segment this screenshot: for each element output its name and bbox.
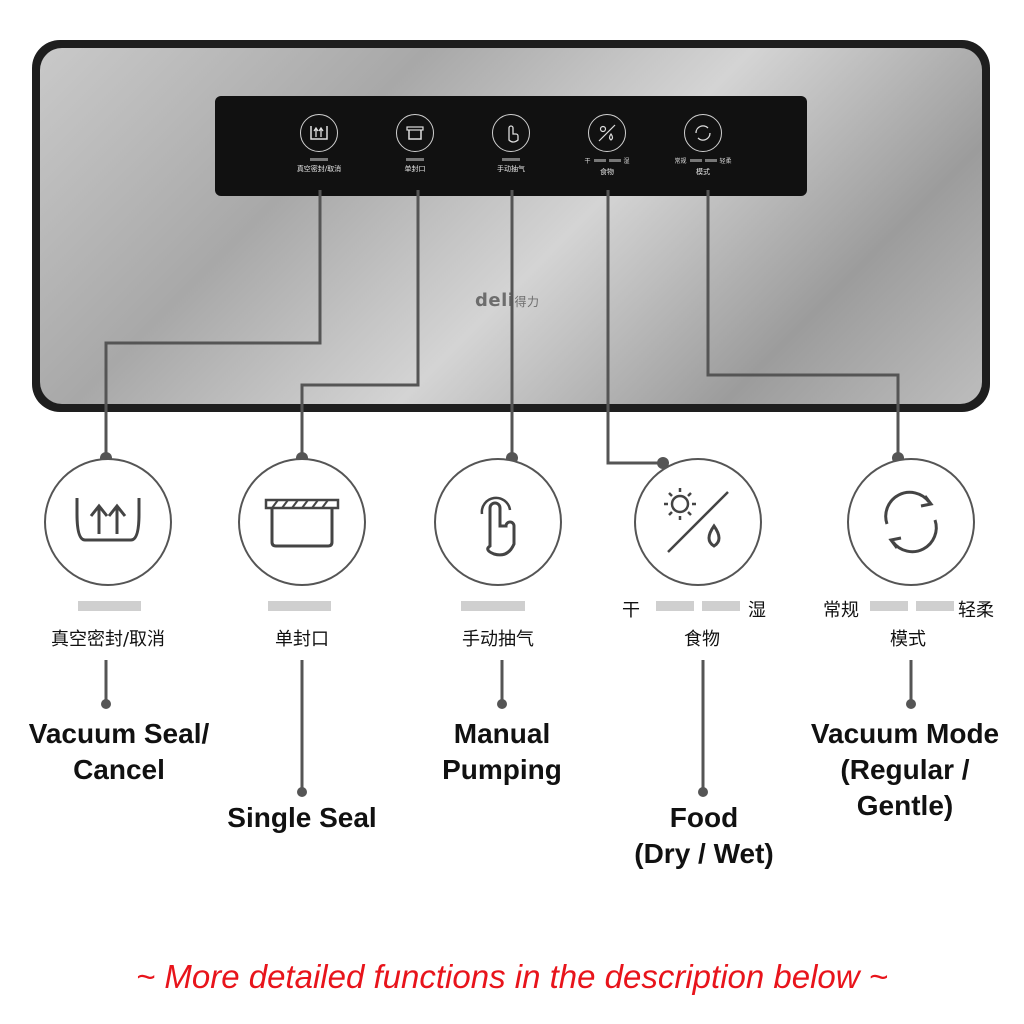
vacuum-seal-en-label: Vacuum Seal/Cancel xyxy=(28,718,210,785)
single-seal-icon xyxy=(396,114,434,152)
refresh-mode-icon xyxy=(684,114,722,152)
footer-note: ~ More detailed functions in the descrip… xyxy=(135,958,889,995)
vacuum-seal-cn-label: 真空密封/取消 xyxy=(50,629,166,650)
panel-label: 食物 xyxy=(600,168,614,176)
panel-led xyxy=(502,158,520,161)
panel-label: 真空密封/取消 xyxy=(296,165,342,173)
single-seal-circle xyxy=(238,458,366,586)
panel-label: 手动抽气 xyxy=(497,165,525,173)
single-seal-cn-label: 单封口 xyxy=(275,629,329,650)
panel-label: 模式 xyxy=(696,168,710,176)
food-cn-label: 食物 xyxy=(684,629,720,650)
food-dry-wet-icon xyxy=(664,488,729,553)
single-seal-en-label: Single Seal xyxy=(227,802,377,833)
indicator-led xyxy=(78,601,141,611)
mode-gentle-label: 轻柔 xyxy=(958,600,994,621)
hand-pointer-icon xyxy=(492,114,530,152)
panel-food-button[interactable]: 干湿 食物 xyxy=(567,114,647,177)
refresh-mode-icon xyxy=(884,490,938,554)
indicator-led xyxy=(870,601,908,611)
vacuum-mode-circle xyxy=(847,458,975,586)
panel-manual-pumping-button[interactable]: 手动抽气 xyxy=(471,114,551,174)
panel-left-label: 干 xyxy=(584,158,591,165)
panel-vacuum-seal-button[interactable]: 真空密封/取消 xyxy=(279,114,359,174)
hand-pointer-icon xyxy=(480,496,516,557)
mode-cn-label: 模式 xyxy=(890,629,926,650)
panel-right-label: 湿 xyxy=(623,158,630,165)
panel-led xyxy=(310,158,328,161)
panel-left-label: 常规 xyxy=(674,158,687,165)
vacuum-seal-icon xyxy=(300,114,338,152)
panel-label: 单封口 xyxy=(404,165,426,173)
vacuum-seal-icon xyxy=(75,498,141,542)
food-dry-wet-icon xyxy=(588,114,626,152)
panel-right-label: 轻柔 xyxy=(719,158,732,165)
brand-logo: deli得力 xyxy=(475,290,540,311)
manual-pumping-circle xyxy=(434,458,562,586)
indicator-led xyxy=(461,601,525,611)
manual-pumping-cn-label: 手动抽气 xyxy=(462,629,534,650)
indicator-led xyxy=(656,601,694,611)
indicator-led xyxy=(268,601,331,611)
control-panel: 真空密封/取消 单封口 手动抽气 干湿 食物 常规轻柔 模式 xyxy=(215,96,807,196)
panel-led xyxy=(406,158,424,161)
panel-single-seal-button[interactable]: 单封口 xyxy=(375,114,455,174)
indicator-led xyxy=(702,601,740,611)
mode-regular-label: 常规 xyxy=(823,600,859,621)
single-seal-icon xyxy=(264,498,340,548)
panel-mode-button[interactable]: 常规 轻柔 模式 xyxy=(663,114,743,177)
food-wet-label: 湿 xyxy=(748,600,766,621)
food-dry-label: 干 xyxy=(622,600,640,621)
food-circle xyxy=(634,458,762,586)
panel-led-pair: 干湿 xyxy=(567,156,647,165)
indicator-led xyxy=(916,601,954,611)
food-en-label: Food(Dry / Wet) xyxy=(634,802,774,869)
panel-led-pair: 常规 轻柔 xyxy=(663,156,743,165)
vacuum-seal-circle xyxy=(44,458,172,586)
vacuum-mode-en-label: Vacuum Mode(Regular /Gentle) xyxy=(810,718,1000,821)
